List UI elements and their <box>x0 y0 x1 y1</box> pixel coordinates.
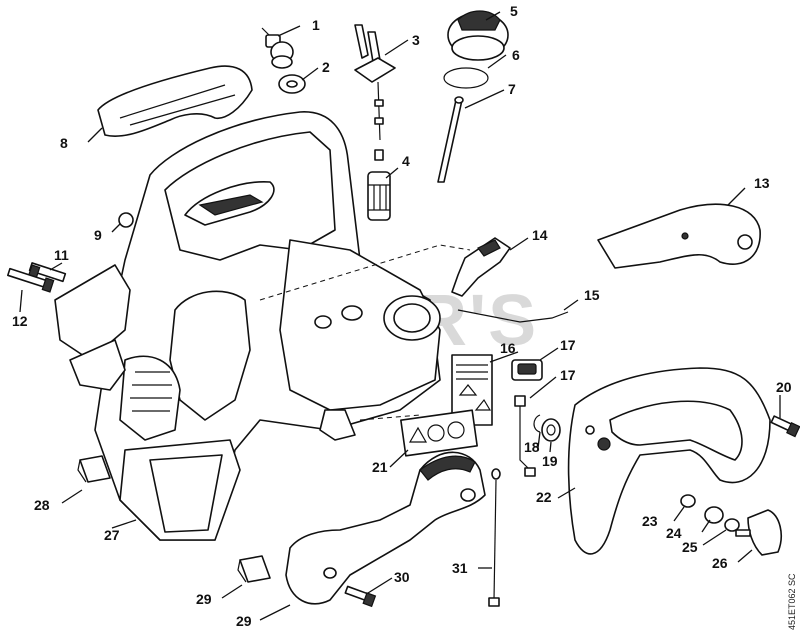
drawing-code: 451ET062 SC <box>787 573 797 630</box>
buffer-part-29a <box>77 455 111 483</box>
spring-part-19 <box>533 414 541 433</box>
callout-12: 5 <box>510 3 518 19</box>
callout-18: 24 <box>666 525 682 541</box>
callout-17-b: 25 <box>682 539 698 555</box>
rear-handle-part-15 <box>567 367 771 555</box>
callout-27: 13 <box>754 175 770 191</box>
callout-29-a: 28 <box>34 497 50 513</box>
buffer-part-29b <box>237 555 271 583</box>
callout-8: 21 <box>372 459 388 475</box>
callout-5: 3 <box>412 32 420 48</box>
callout-21: 20 <box>776 379 792 395</box>
callout-14: 6 <box>512 47 520 63</box>
callout-11: 11 <box>54 247 69 263</box>
callout-24: 14 <box>532 227 548 243</box>
grommet-part-2 <box>118 212 134 228</box>
cable-part-31 <box>488 468 501 607</box>
washer-part-17 <box>680 494 696 508</box>
o-ring-part-14 <box>443 67 489 89</box>
symbol-label-part-8 <box>400 409 478 457</box>
throttle-trigger-part-24 <box>451 237 511 297</box>
callout-2: 9 <box>94 227 102 243</box>
fuel-filter-part-7 <box>367 171 391 221</box>
front-handle-part-28 <box>285 451 486 605</box>
throttle-rod-part-25 <box>457 309 569 323</box>
callout-29-b: 29 <box>196 591 212 607</box>
fuel-cap-part-12 <box>447 10 509 61</box>
callout-7: 4 <box>402 153 410 169</box>
leader-lines <box>19 11 781 621</box>
callout-26: 8 <box>60 135 68 151</box>
callout-15: 22 <box>536 489 552 505</box>
ground-wire-part-23 <box>514 395 536 477</box>
callout-28: 29 <box>236 613 252 629</box>
lever-part-20 <box>541 418 561 442</box>
screw-part-6 <box>6 267 55 293</box>
blower-housing-part-1 <box>54 111 471 541</box>
callout-22: 17 <box>560 337 576 353</box>
knob-part-16 <box>735 509 782 556</box>
screw-part-30 <box>344 585 377 608</box>
callout-31: 31 <box>452 560 468 576</box>
callout-23: 17 <box>560 367 576 383</box>
handle-cover-part-26 <box>97 65 253 137</box>
screw-part-21 <box>770 415 800 438</box>
callout-6: 12 <box>12 313 28 329</box>
spark-plug-boot-part-3 <box>261 27 294 69</box>
washer-part-18 <box>704 506 724 524</box>
callout-9: 16 <box>500 340 516 356</box>
handle-cover-part-27 <box>597 203 761 269</box>
callout-20: 19 <box>542 453 558 469</box>
callout-4: 2 <box>322 59 330 75</box>
retaining-rod-part-13 <box>437 96 464 183</box>
callout-19: 18 <box>524 439 540 455</box>
washer-part-17b <box>724 518 740 532</box>
callout-30: 30 <box>394 569 410 585</box>
callout-17-a: 23 <box>642 513 658 529</box>
fuel-pickup-part-5 <box>354 24 396 161</box>
callout-13: 7 <box>508 81 516 97</box>
grommet-part-4 <box>278 74 306 94</box>
stop-switch-part-22 <box>511 359 543 381</box>
callout-1: 27 <box>104 527 120 543</box>
callout-16: 26 <box>712 555 728 571</box>
callout-3: 1 <box>312 17 320 33</box>
callout-25: 15 <box>584 287 600 303</box>
callout-labels: 1 2 3 4 5 6 7 8 9 11 12 13 14 15 16 17 1… <box>12 3 792 629</box>
